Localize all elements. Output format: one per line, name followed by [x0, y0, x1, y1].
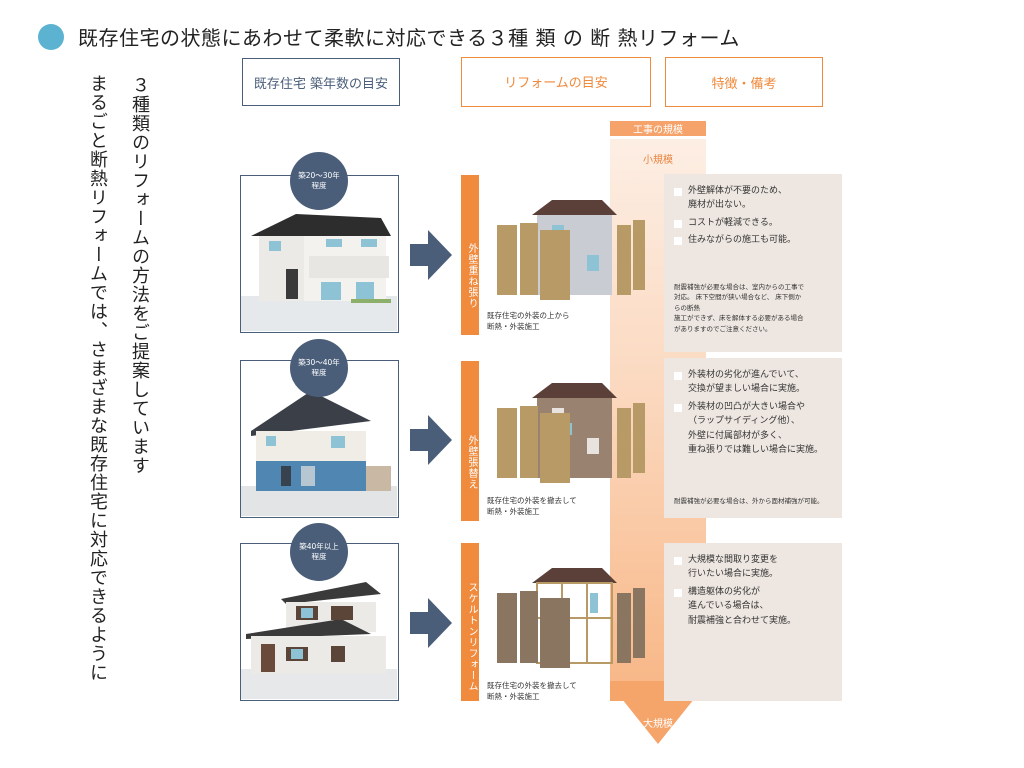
method-caption: 既存住宅の外装を撤去して 断熱・外装施工 — [487, 495, 577, 518]
scale-small-label: 小規模 — [643, 155, 673, 166]
note-item: 外装材の劣化が進んでいて、交換が望ましい場合に実施。 — [674, 368, 832, 397]
arrow-right-icon — [410, 415, 452, 465]
two-story-blue-siding-house-image — [241, 391, 397, 516]
checkbox-square-icon — [674, 557, 682, 565]
notes-box: 大規模な間取り変更を行いたい場合に実施。 構造躯体の劣化が 進んでいる場合は、 … — [664, 543, 842, 701]
note-text: 外装材の劣化が進んでいて、 — [688, 370, 804, 380]
note-text: 重ね張りでは難しい場合に実施。 — [688, 444, 824, 455]
age-badge-years: 築20〜30年 — [298, 170, 340, 180]
intro-line-1: ３種類のリフォームの方法をご提案しています — [129, 76, 150, 475]
remark-text: 耐震補強が必要な場合は、外から面材補強が可能。 — [674, 496, 824, 506]
note-text: 耐震補強と合わせて実施。 — [688, 615, 797, 626]
note-text: 構造躯体の劣化が — [688, 586, 761, 597]
caption-line: 既存住宅の外装の上から — [487, 311, 570, 320]
two-story-white-house-image — [241, 214, 397, 331]
note-text: 廃材が出ない。 — [688, 200, 752, 211]
method-caption: 既存住宅の外装を撤去して 断熱・外装施工 — [487, 680, 577, 703]
remark-line: 対応。 床下空間が狭い場合など、 床下側か — [674, 293, 802, 302]
note-text: 大規模な間取り変更を — [688, 555, 779, 565]
method-label: 外壁張替え — [461, 361, 479, 521]
header-notes: 特徴・備考 — [665, 57, 823, 107]
page-title: 既存住宅の状態にあわせて柔軟に対応できる３種 類 の 断 熱リフォーム — [38, 22, 740, 51]
note-text: 外壁解体が不要のため、 — [688, 186, 788, 196]
replace-cladding-illustration — [497, 383, 645, 483]
note-item: コストが軽減できる。 — [674, 216, 832, 230]
note-item: 構造躯体の劣化が 進んでいる場合は、 耐震補強と合わせて実施。 — [674, 585, 832, 628]
age-badge-years: 築40年以上 — [299, 541, 339, 551]
remark-line: 耐震補強が必要な場合は、室内からの工事で — [674, 283, 804, 291]
method-label: 外壁重ね張り — [461, 175, 479, 335]
remark-line: らの断熱 — [674, 303, 700, 312]
checkbox-square-icon — [674, 372, 682, 380]
remark-line: 施工ができず、床を解体する必要がある場合 — [674, 314, 804, 323]
house-image-frame — [240, 175, 399, 333]
note-text: 行いたい場合に実施。 — [688, 569, 779, 580]
caption-line: 既存住宅の外装を撤去して — [487, 681, 577, 690]
traditional-japanese-house-image — [241, 582, 397, 699]
overlay-cladding-illustration — [497, 200, 645, 300]
age-badge: 築30〜40年 程度 — [290, 339, 348, 397]
house-image-frame — [240, 543, 399, 701]
note-item: 外装材の凹凸が大きい場合や （ラップサイディング他）、 外壁に付属部材が多く、 … — [674, 400, 832, 458]
note-text: 住みながらの施工も可能。 — [688, 235, 797, 246]
note-item: 外壁解体が不要のため、廃材が出ない。 — [674, 184, 832, 213]
remark-text: 耐震補強が必要な場合は、室内からの工事で 対応。 床下空間が狭い場合など、 床下… — [674, 282, 804, 334]
checkbox-square-icon — [674, 188, 682, 196]
checkbox-square-icon — [674, 237, 682, 246]
note-text: 外壁に付属部材が多く、 — [688, 430, 788, 441]
skeleton-reform-illustration — [497, 568, 645, 668]
intro-line-2: まるごと断熱リフォームでは、さまざまな既存住宅に対応できるように — [87, 74, 108, 682]
note-text: （ラップサイディング他）、 — [688, 416, 800, 427]
checkbox-square-icon — [674, 588, 682, 597]
scale-large-label: 大規模 — [643, 719, 673, 730]
caption-line: 断熱・外装施工 — [487, 507, 540, 517]
age-badge-suffix: 程度 — [311, 368, 327, 377]
method-label: スケルトンリフォーム — [461, 543, 479, 701]
age-badge-years: 築30〜40年 — [298, 357, 340, 367]
page-title-text: 既存住宅の状態にあわせて柔軟に対応できる３種 類 の 断 熱リフォーム — [78, 26, 740, 50]
note-item: 住みながらの施工も可能。 — [674, 233, 832, 247]
age-badge-suffix: 程度 — [311, 552, 327, 561]
age-badge: 築40年以上 程度 — [290, 523, 348, 581]
method-caption: 既存住宅の外装の上から 断熱・外装施工 — [487, 310, 570, 333]
note-text: 交換が望ましい場合に実施。 — [688, 384, 806, 395]
note-text: コストが軽減できる。 — [688, 217, 778, 228]
header-age: 既存住宅 築年数の目安 — [242, 58, 400, 106]
construction-scale-bar: 工事の規模 小規模 大規模 — [610, 121, 706, 744]
remark-line: 耐震補強が必要な場合は、外から面材補強が可能。 — [674, 497, 824, 505]
header-reform: リフォームの目安 — [461, 57, 651, 107]
caption-line: 断熱・外装施工 — [487, 692, 540, 702]
remark-line: がありますのでご注意ください。 — [674, 324, 772, 333]
arrow-right-icon — [410, 598, 452, 648]
scale-title: 工事の規模 — [610, 121, 706, 136]
age-badge: 築20〜30年 程度 — [290, 152, 348, 210]
note-item: 大規模な間取り変更を行いたい場合に実施。 — [674, 553, 832, 582]
arrow-right-icon — [410, 230, 452, 280]
notes-box: 外装材の劣化が進んでいて、交換が望ましい場合に実施。 外装材の凹凸が大きい場合や… — [664, 358, 842, 518]
checkbox-square-icon — [674, 403, 682, 412]
note-text: 進んでいる場合は、 — [688, 601, 769, 612]
circle-bullet-icon — [38, 23, 64, 50]
note-text: 外装材の凹凸が大きい場合や — [688, 401, 806, 412]
caption-line: 断熱・外装施工 — [487, 322, 540, 332]
caption-line: 既存住宅の外装を撤去して — [487, 496, 577, 505]
notes-box: 外壁解体が不要のため、廃材が出ない。 コストが軽減できる。 住みながらの施工も可… — [664, 174, 842, 352]
age-badge-suffix: 程度 — [311, 181, 327, 190]
checkbox-square-icon — [674, 219, 682, 228]
